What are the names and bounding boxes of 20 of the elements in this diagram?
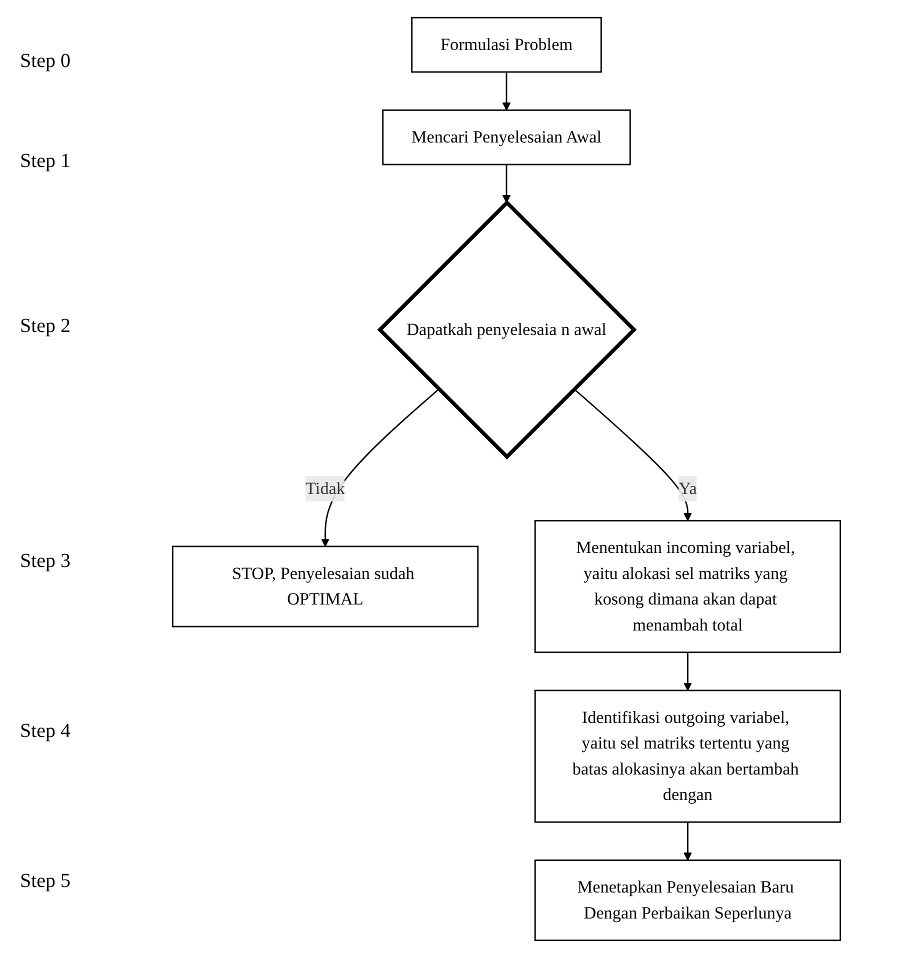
arrow	[502, 164, 511, 204]
edge-label: Tidak	[306, 478, 345, 498]
node-box: STOP, Penyelesaian sudah OPTIMAL	[172, 546, 479, 628]
arrow	[684, 822, 692, 861]
node-box: Menetapkan Penyelesaian Baru Dengan Perbaikan Seperlunya	[534, 860, 842, 942]
step-label: Step 2	[20, 315, 71, 338]
edge-label: Ya	[678, 478, 697, 498]
arrow	[574, 388, 692, 522]
step-label: Step 5	[20, 870, 71, 893]
node-diamond: Dapatkah penyelesaia n awal	[377, 200, 637, 460]
node-box: Identifikasi outgoing variabel, yaitu sel matriks tertentu yang batas alokasinya akan bertambah dengan	[534, 690, 842, 823]
node-box: Menentukan incoming variabel, yaitu alokasi sel matriks yang kosong dimana akan dapat menambah total	[534, 520, 842, 654]
step-label: Step 1	[20, 150, 71, 173]
arrow	[502, 72, 511, 111]
step-label: Step 4	[20, 720, 71, 743]
step-label: Step 3	[20, 550, 71, 573]
node-box: Formulasi Problem	[411, 16, 602, 73]
step-label: Step 0	[20, 50, 71, 73]
node-box: Mencari Penyelesaian Awal	[382, 109, 631, 166]
arrow	[684, 652, 692, 691]
